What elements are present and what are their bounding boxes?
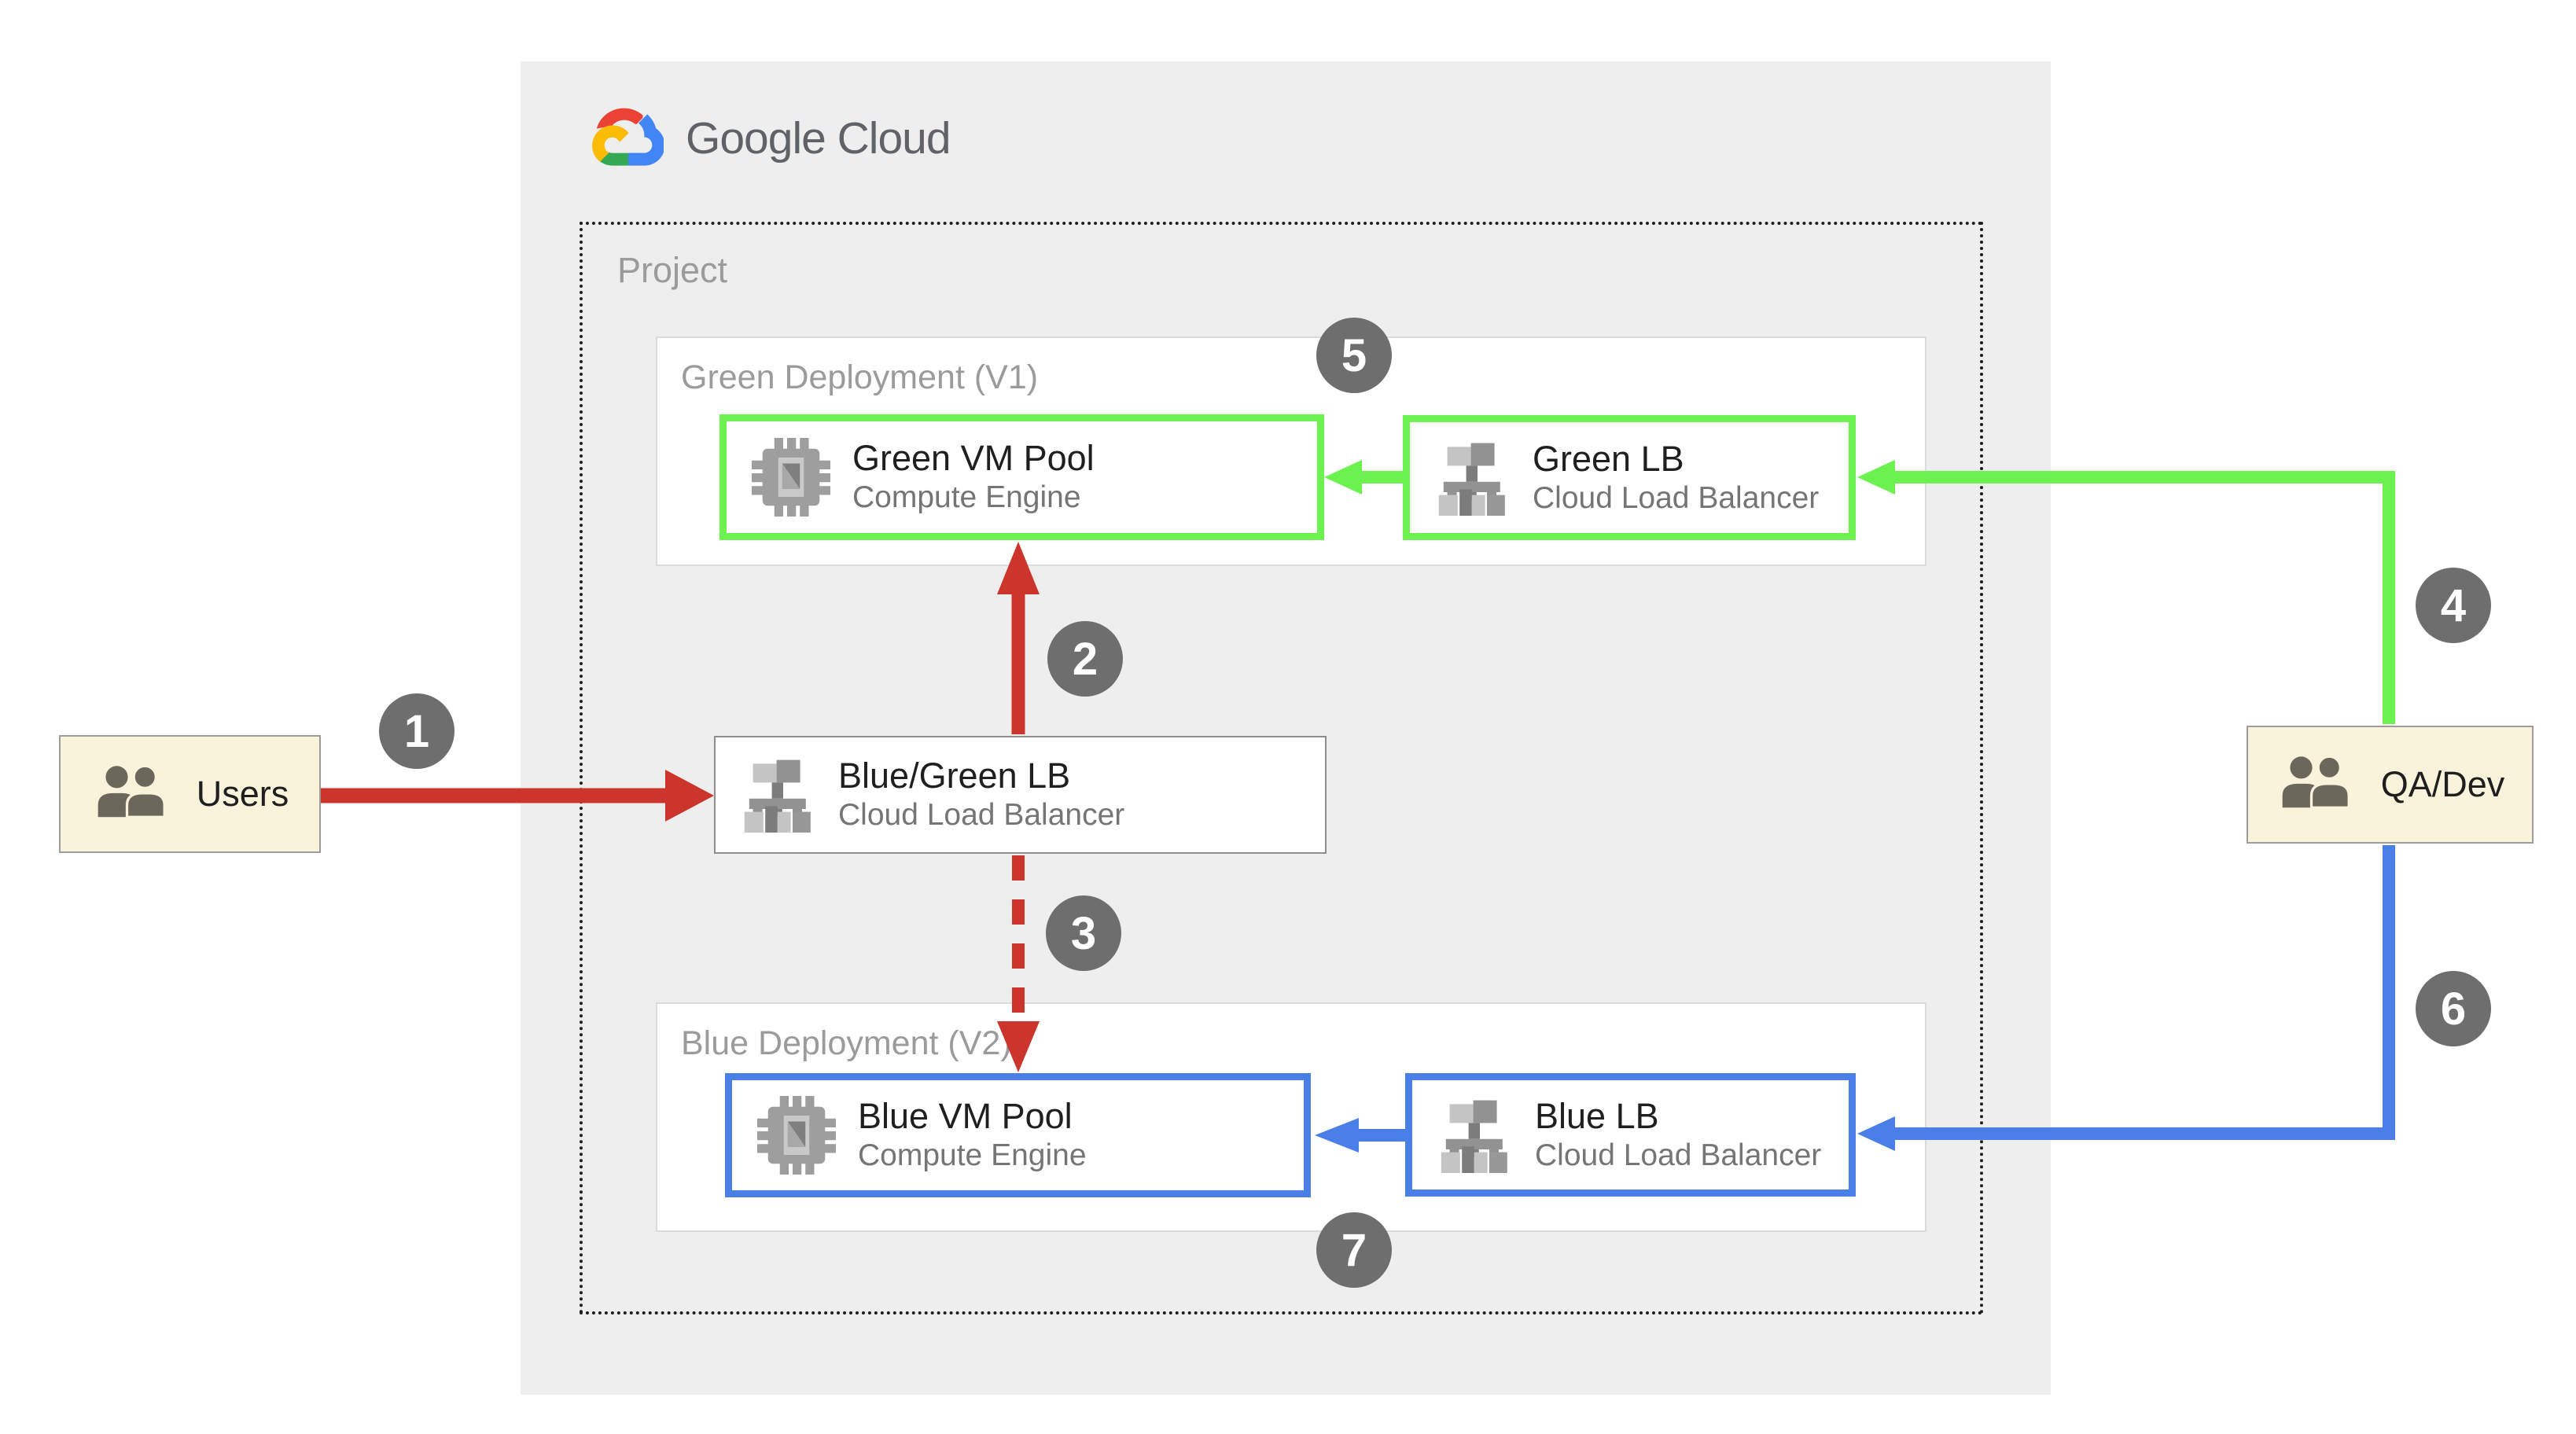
node-subtitle: Cloud Load Balancer: [1533, 480, 1820, 515]
compute-engine-icon: [757, 1096, 836, 1175]
node-title: Blue LB: [1535, 1095, 1659, 1136]
load-balancer-icon: [1435, 440, 1511, 516]
blue-vm-pool-node: Blue VM Pool Compute Engine: [725, 1073, 1311, 1197]
step-badge-6: 6: [2416, 971, 2491, 1046]
load-balancer-icon: [741, 757, 816, 833]
node-title: Green LB: [1533, 438, 1684, 479]
users-icon: [2276, 755, 2357, 814]
step-badge-2: 2: [1047, 621, 1123, 697]
project-label: Project: [617, 250, 728, 290]
google-cloud-logo: Google Cloud: [588, 107, 951, 170]
qadev-actor: QA/Dev: [2247, 726, 2534, 844]
node-text: Blue LB Cloud Load Balancer: [1535, 1096, 1821, 1175]
google-cloud-logo-text: Google Cloud: [686, 113, 951, 164]
green-vm-pool-node: Green VM Pool Compute Engine: [719, 414, 1324, 540]
blue-deployment-label: Blue Deployment (V2): [681, 1024, 1012, 1062]
node-title: Blue/Green LB: [838, 756, 1071, 796]
node-title: Green VM Pool: [852, 438, 1095, 478]
node-text: Green LB Cloud Load Balancer: [1533, 439, 1819, 517]
users-icon: [91, 764, 173, 824]
node-text: Green VM Pool Compute Engine: [852, 438, 1095, 517]
step-badge-3: 3: [1046, 895, 1121, 971]
project-boundary: Project: [580, 222, 1983, 1314]
step-badge-4: 4: [2416, 568, 2491, 643]
node-subtitle: Cloud Load Balancer: [838, 798, 1125, 832]
step-badge-1: 1: [379, 693, 454, 769]
node-subtitle: Compute Engine: [858, 1138, 1087, 1172]
node-text: Blue VM Pool Compute Engine: [858, 1096, 1087, 1175]
node-title: Blue VM Pool: [858, 1096, 1073, 1136]
users-actor: Users: [59, 735, 321, 853]
node-text: Blue/Green LB Cloud Load Balancer: [838, 756, 1124, 834]
load-balancer-icon: [1437, 1098, 1513, 1173]
compute-engine-icon: [752, 438, 830, 517]
users-label: Users: [196, 774, 289, 814]
qadev-label: QA/Dev: [2380, 764, 2505, 804]
step-badge-5: 5: [1316, 318, 1392, 393]
google-cloud-icon: [588, 107, 664, 170]
blue-lb-node: Blue LB Cloud Load Balancer: [1405, 1073, 1856, 1197]
node-subtitle: Compute Engine: [852, 480, 1081, 514]
blue-green-lb-node: Blue/Green LB Cloud Load Balancer: [714, 736, 1327, 854]
green-deployment-label: Green Deployment (V1): [681, 358, 1039, 396]
green-lb-node: Green LB Cloud Load Balancer: [1403, 415, 1856, 540]
node-subtitle: Cloud Load Balancer: [1535, 1138, 1822, 1172]
step-badge-7: 7: [1316, 1212, 1392, 1288]
